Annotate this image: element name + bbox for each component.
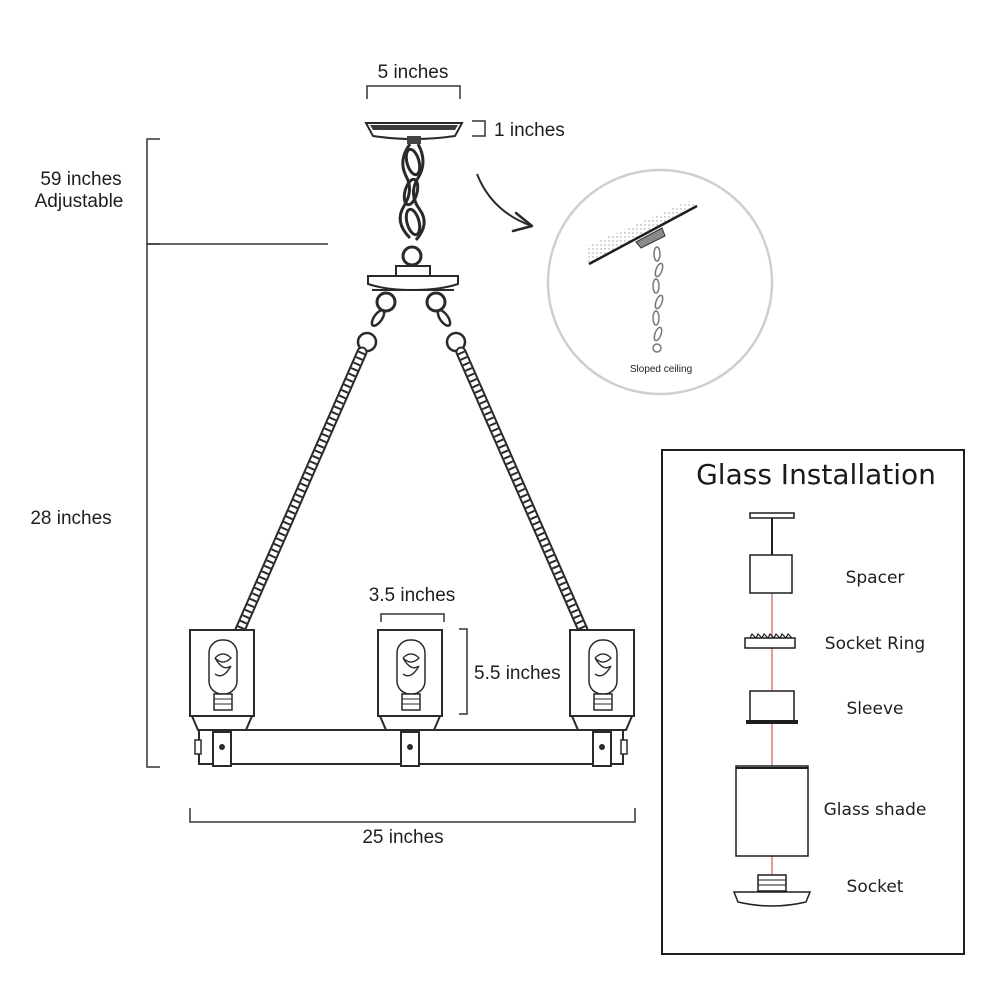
shade-width-dimension: 3.5 inches	[369, 585, 456, 622]
shade-width-label: 3.5 inches	[369, 585, 456, 606]
sleeve-part	[746, 690, 798, 724]
lamp-unit-left	[189, 629, 255, 767]
part-label-socket: Socket	[847, 877, 904, 897]
chain-length-value: 59 inches	[40, 169, 121, 190]
chain-length-note: Adjustable	[35, 191, 124, 212]
shade-height-dimension: 5.5 inches	[459, 628, 561, 715]
lamp-unit-right	[569, 629, 635, 767]
part-label-glass-shade: Glass shade	[824, 800, 927, 820]
sloped-ceiling-callout-arrow	[476, 173, 534, 233]
fixture-width-label: 25 inches	[362, 827, 443, 848]
canopy-height-label: 1 inches	[494, 120, 565, 141]
glass-installation-panel: Glass Installation	[661, 449, 965, 955]
hanger-plate	[367, 265, 459, 313]
canopy-width-dimension: 5 inches	[366, 62, 461, 99]
hanging-chain	[398, 143, 426, 267]
part-label-sleeve: Sleeve	[847, 699, 904, 719]
chain-length-dimension: 59 inches Adjustable	[35, 138, 328, 245]
fixture-width-dimension: 25 inches	[189, 808, 636, 848]
fixture-height-dimension: 28 inches	[30, 243, 160, 768]
left-rope	[234, 346, 368, 636]
ceiling-canopy	[364, 122, 464, 144]
canopy-height-dimension: 1 inches	[472, 120, 565, 141]
fixture-height-label: 28 inches	[30, 508, 111, 529]
spacer-part	[749, 512, 795, 594]
socket-ring-part	[744, 632, 796, 649]
rope-connectors	[356, 309, 467, 353]
part-label-spacer: Spacer	[846, 568, 905, 588]
glass-shade-part	[735, 765, 809, 857]
sloped-ceiling-label: Sloped ceiling	[630, 364, 692, 375]
glass-installation-title: Glass Installation	[696, 458, 936, 491]
sloped-ceiling-inset: Sloped ceiling	[546, 168, 774, 396]
right-rope	[455, 346, 589, 636]
shade-height-label: 5.5 inches	[474, 663, 561, 684]
socket-part	[732, 874, 812, 907]
lamp-unit-center	[377, 629, 443, 767]
canopy-width-label: 5 inches	[378, 62, 449, 83]
part-label-socket-ring: Socket Ring	[825, 634, 925, 654]
